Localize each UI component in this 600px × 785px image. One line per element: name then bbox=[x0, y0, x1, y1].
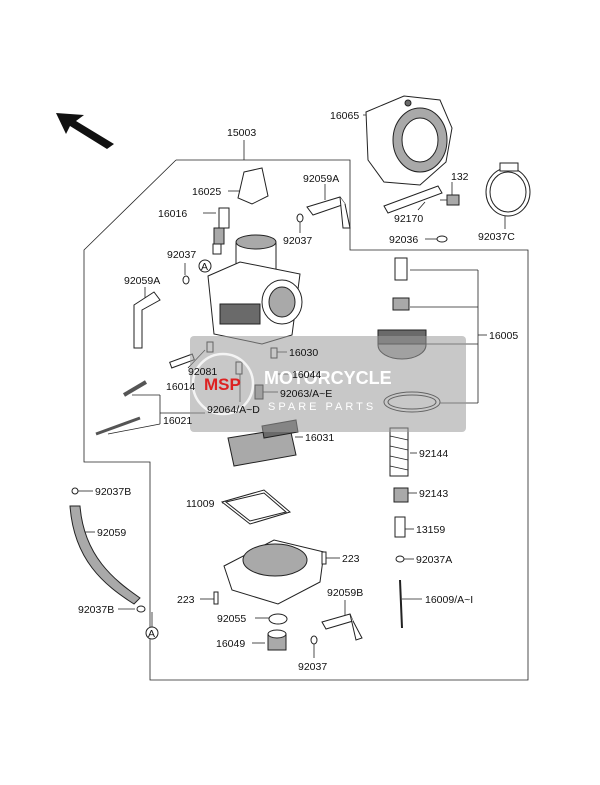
bracket-92170 bbox=[383, 185, 443, 214]
part-labels: 15003 16065 16025 92059A 132 16016 92037… bbox=[78, 110, 518, 673]
label-92059: 92059 bbox=[97, 527, 126, 539]
label-92037-bot: 92037 bbox=[298, 661, 327, 673]
label-92144: 92144 bbox=[419, 448, 448, 460]
label-92037b-bot: 92037B bbox=[78, 604, 114, 616]
clip-92037-bot bbox=[310, 635, 318, 645]
label-16031: 16031 bbox=[305, 432, 334, 444]
vent-hose-92059 bbox=[69, 487, 146, 613]
hose-92059A-left bbox=[133, 291, 161, 349]
label-16065: 16065 bbox=[330, 110, 359, 122]
label-16005: 16005 bbox=[489, 330, 518, 342]
label-92063: 92063/A~E bbox=[280, 388, 332, 400]
watermark-logo: MSP bbox=[204, 375, 241, 394]
plug-16049 bbox=[267, 629, 287, 651]
hose-92059A bbox=[306, 196, 351, 229]
intake-manifold-16065 bbox=[365, 95, 453, 186]
label-16009: 16009/A~I bbox=[425, 594, 473, 606]
jet-92143 bbox=[393, 487, 409, 503]
clamp-92037C bbox=[485, 162, 531, 217]
watermark: MSP MOTORCYCLE SPARE PARTS bbox=[190, 336, 466, 432]
watermark-title: MOTORCYCLE bbox=[264, 368, 392, 388]
label-13159: 13159 bbox=[416, 524, 445, 536]
label-92037c: 92037C bbox=[478, 231, 515, 243]
label-16049: 16049 bbox=[216, 638, 245, 650]
cap-16025 bbox=[237, 167, 269, 205]
ref-a-top: A bbox=[201, 261, 208, 273]
label-16025: 16025 bbox=[192, 186, 221, 198]
starter-plunger-16016 bbox=[212, 207, 230, 255]
assembly-outline bbox=[83, 159, 529, 681]
carburetor-body bbox=[207, 234, 303, 345]
jet-13159 bbox=[394, 516, 406, 538]
ref-a-bottom: A bbox=[148, 628, 155, 640]
label-92143: 92143 bbox=[419, 488, 448, 500]
clip-92037-top bbox=[296, 213, 304, 223]
label-16016: 16016 bbox=[158, 208, 187, 220]
label-92059a: 92059A bbox=[303, 173, 339, 185]
label-92037-top: 92037 bbox=[283, 235, 312, 247]
label-16014: 16014 bbox=[166, 381, 195, 393]
label-92037a: 92037A bbox=[416, 554, 452, 566]
label-223-left: 223 bbox=[177, 594, 195, 606]
needle-16009 bbox=[399, 579, 403, 629]
gasket-11009 bbox=[220, 489, 292, 525]
screws-223 bbox=[213, 551, 327, 605]
ref-circle-a-bottom bbox=[145, 626, 159, 640]
label-223-right: 223 bbox=[342, 553, 360, 565]
label-11009: 11009 bbox=[186, 498, 215, 510]
label-92170: 92170 bbox=[394, 213, 423, 225]
label-92064: 92064/A~D bbox=[207, 404, 260, 416]
label-92037b-top: 92037B bbox=[95, 486, 131, 498]
label-92059a-left: 92059A bbox=[124, 275, 160, 287]
o-ring-92055 bbox=[268, 613, 288, 625]
label-92081: 92081 bbox=[188, 366, 217, 378]
bolt-132 bbox=[440, 194, 460, 206]
label-16021: 16021 bbox=[163, 415, 192, 427]
spring-92144 bbox=[389, 427, 409, 477]
label-15003: 15003 bbox=[227, 127, 256, 139]
clip-92036 bbox=[436, 235, 448, 243]
ref-circle-a-top bbox=[198, 259, 212, 273]
leader-lines bbox=[78, 114, 506, 658]
front-direction-arrow bbox=[56, 113, 114, 149]
label-16044: 16044 bbox=[292, 369, 321, 381]
label-92037-left: 92037 bbox=[167, 249, 196, 261]
label-92059b: 92059B bbox=[327, 587, 363, 599]
watermark-subtitle: SPARE PARTS bbox=[268, 401, 376, 413]
label-132: 132 bbox=[451, 171, 469, 183]
label-92036: 92036 bbox=[389, 234, 418, 246]
clip-92037A bbox=[395, 555, 405, 563]
clip-92037-left bbox=[182, 275, 190, 285]
label-92055: 92055 bbox=[217, 613, 246, 625]
label-16030: 16030 bbox=[289, 347, 318, 359]
float-bowl bbox=[223, 539, 325, 605]
hose-92059B bbox=[321, 613, 363, 641]
